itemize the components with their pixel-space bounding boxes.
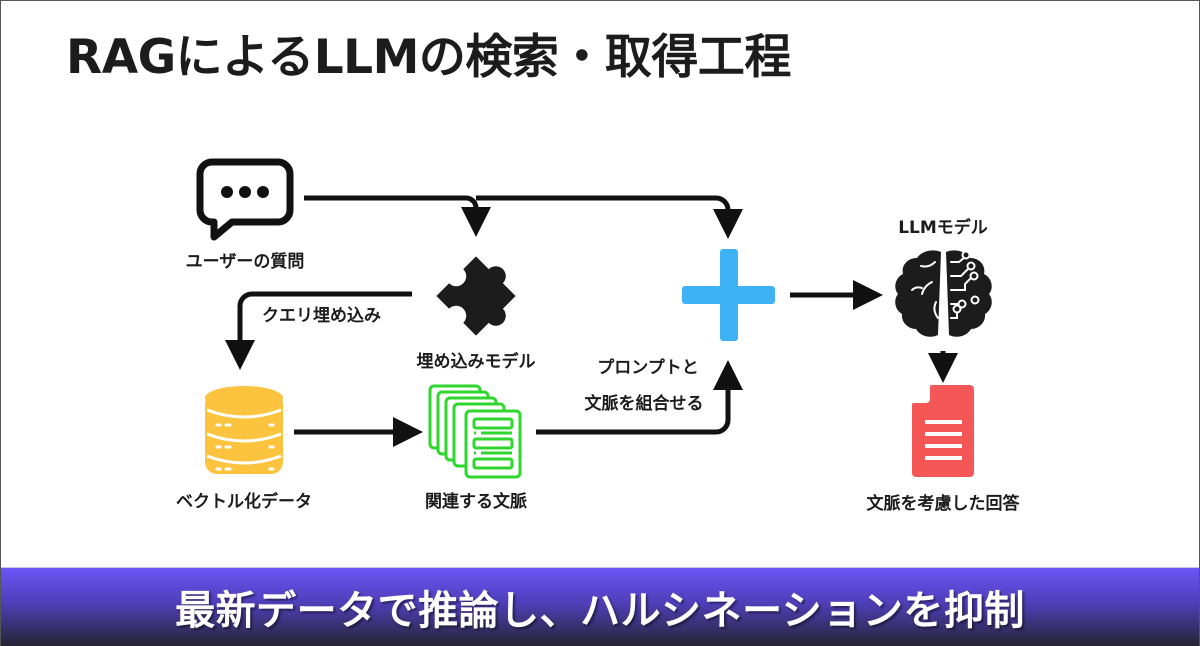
label-related-context: 関連する文脈 — [425, 492, 527, 512]
arrow-query-embedding — [225, 291, 412, 370]
label-answer: 文脈を考慮した回答 — [866, 494, 1020, 514]
document-icon — [911, 384, 974, 477]
slide-title: RAGによるLLMの検索・取得工程 — [66, 30, 791, 85]
brain-circuit-icon — [895, 250, 992, 337]
chat-bubble-icon — [196, 158, 294, 241]
label-vector-data: ベクトル化データ — [176, 492, 312, 512]
label-llm-model: LLMモデル — [898, 218, 988, 238]
documents-stack-icon — [428, 384, 522, 479]
arrow-question-to-plus — [476, 195, 743, 239]
label-query-embedding: クエリ埋め込み — [262, 306, 381, 326]
label-embedding-model: 埋め込みモデル — [416, 352, 536, 372]
label-combine-line1: プロンプトと — [597, 358, 699, 378]
label-combine-line2: 文脈を組合せる — [584, 394, 704, 414]
banner-text: 最新データで推論し、ハルシネーションを抑制 — [175, 588, 1025, 634]
label-user-question: ユーザーの質問 — [185, 252, 305, 272]
summary-banner: 最新データで推論し、ハルシネーションを抑制 — [1, 567, 1199, 646]
arrow-question-to-embedding — [304, 195, 491, 237]
database-icon — [205, 386, 283, 474]
plus-icon — [682, 249, 775, 341]
puzzle-piece-icon — [436, 256, 516, 336]
arrow-context-to-plus — [536, 360, 743, 435]
